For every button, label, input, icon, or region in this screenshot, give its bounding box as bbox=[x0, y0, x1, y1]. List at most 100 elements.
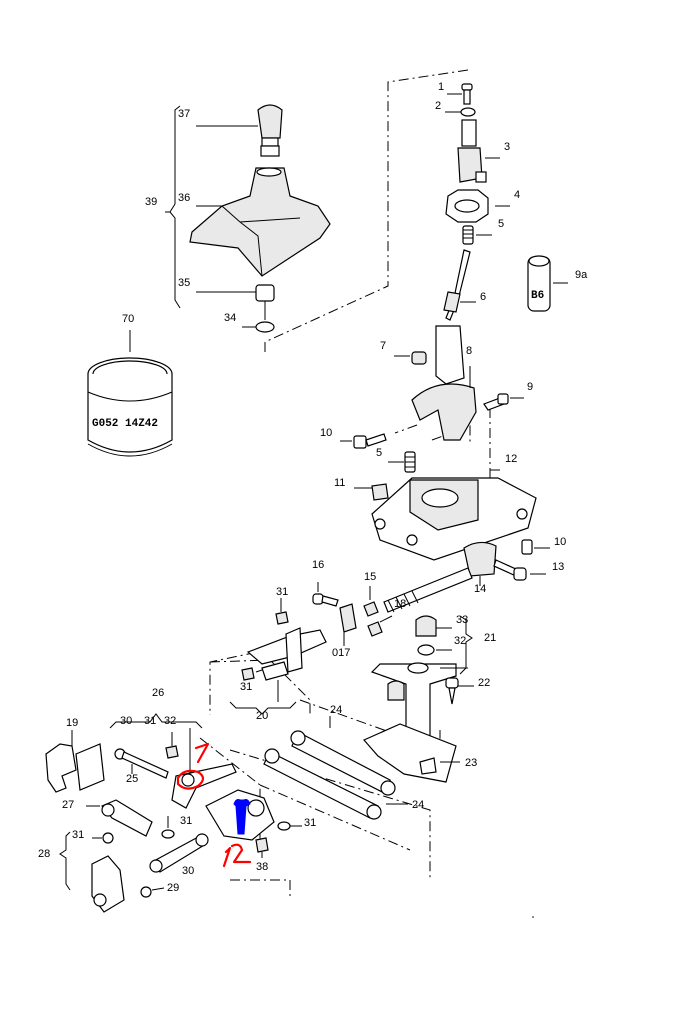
brace-39 bbox=[165, 105, 181, 309]
callout-38: 38 bbox=[256, 861, 268, 873]
callout-31-right: 31 bbox=[304, 817, 316, 829]
callout-17: 017 bbox=[332, 647, 350, 659]
callout-37: 37 bbox=[178, 108, 190, 120]
callout-4: 4 bbox=[514, 189, 520, 201]
bolt-10-lower bbox=[521, 539, 550, 555]
callout-32-right: 32 bbox=[454, 635, 466, 647]
callout-31-a: 31 bbox=[276, 586, 288, 598]
housing-12 bbox=[371, 469, 537, 561]
bolt-1 bbox=[447, 83, 473, 105]
callout-6: 6 bbox=[480, 291, 486, 303]
nut-11 bbox=[354, 483, 389, 501]
callout-2: 2 bbox=[435, 100, 441, 112]
callout-labels: 37 39 36 35 34 70 1 2 3 4 5 6 9a 7 8 9 1… bbox=[38, 81, 588, 894]
bolt-9 bbox=[483, 393, 524, 411]
callout-27: 27 bbox=[62, 799, 74, 811]
callout-10-lower: 10 bbox=[554, 536, 566, 548]
callout-28: 28 bbox=[38, 848, 50, 860]
link-30 bbox=[149, 833, 209, 873]
callout-16: 16 bbox=[312, 559, 324, 571]
callout-34: 34 bbox=[224, 312, 236, 324]
callout-24-upper: 24 bbox=[330, 704, 342, 716]
callout-31-top: 31 bbox=[144, 715, 156, 727]
callout-3: 3 bbox=[504, 141, 510, 153]
can-code: G052 14Z42 bbox=[92, 418, 158, 430]
shift-boot bbox=[189, 167, 331, 277]
callout-35: 35 bbox=[178, 277, 190, 289]
lever-bearing-8 bbox=[411, 325, 477, 441]
callout-5-lower: 5 bbox=[376, 447, 382, 459]
callout-23: 23 bbox=[465, 757, 477, 769]
selector-rod-24-lower bbox=[263, 748, 408, 820]
callout-70: 70 bbox=[122, 313, 134, 325]
shift-lever-6 bbox=[443, 249, 476, 321]
callout-33: 33 bbox=[456, 614, 468, 626]
bolt-16 bbox=[312, 582, 339, 607]
relay-lever-20 bbox=[241, 598, 327, 702]
callout-20: 20 bbox=[256, 710, 268, 722]
grease-can-70: G052 14Z42 bbox=[87, 330, 173, 457]
callout-24-lower: 24 bbox=[412, 799, 424, 811]
callout-8: 8 bbox=[466, 345, 472, 357]
spring-5-upper bbox=[462, 225, 492, 245]
annotation-blue-arrow bbox=[233, 799, 251, 835]
bolt-22 bbox=[445, 677, 474, 705]
nut-15 bbox=[363, 586, 393, 637]
callout-22: 22 bbox=[478, 677, 490, 689]
clamp-17 bbox=[339, 603, 357, 646]
annotation-red-number-2 bbox=[222, 843, 252, 868]
callout-12: 12 bbox=[505, 453, 517, 465]
callout-36: 36 bbox=[178, 192, 190, 204]
shift-rod-bracket-14 bbox=[463, 541, 497, 586]
callout-25: 25 bbox=[126, 773, 138, 785]
callout-32-top: 32 bbox=[164, 715, 176, 727]
callout-31-b: 31 bbox=[240, 681, 252, 693]
annotation-red-circle bbox=[176, 769, 205, 790]
brace-28 bbox=[59, 831, 71, 891]
callout-21: 21 bbox=[484, 632, 496, 644]
pivot-assembly bbox=[205, 789, 302, 841]
callout-14: 14 bbox=[474, 583, 486, 595]
annotation-red-number-1 bbox=[194, 742, 210, 764]
shift-lever-upper-3 bbox=[457, 119, 500, 183]
callout-10-upper: 10 bbox=[320, 427, 332, 439]
selector-rod-24-upper bbox=[290, 716, 396, 796]
callout-19: 19 bbox=[66, 717, 78, 729]
cover-19 bbox=[45, 730, 105, 793]
bushing-35 bbox=[196, 284, 275, 302]
callout-13: 13 bbox=[552, 561, 564, 573]
bolt-25 bbox=[114, 748, 169, 779]
clip-ring-34 bbox=[242, 301, 275, 333]
socket-code: B6 bbox=[531, 290, 544, 302]
damper-4 bbox=[445, 189, 510, 223]
washer-2 bbox=[445, 107, 476, 117]
bushing-7 bbox=[394, 351, 427, 365]
shift-knob bbox=[196, 104, 283, 157]
callout-9a: 9a bbox=[575, 269, 588, 281]
bolt-10-upper bbox=[340, 433, 387, 449]
brace-26 bbox=[109, 713, 203, 729]
bracket-28 bbox=[91, 832, 125, 913]
nut-32-upper bbox=[165, 732, 179, 759]
bearing-assembly-21 bbox=[370, 615, 468, 745]
stray-dot bbox=[532, 916, 534, 918]
callout-11: 11 bbox=[334, 477, 345, 489]
callout-7: 7 bbox=[380, 340, 386, 352]
screw-13 bbox=[493, 559, 546, 581]
callout-9: 9 bbox=[527, 381, 533, 393]
brace-21 bbox=[459, 615, 473, 675]
brace-20 bbox=[229, 701, 297, 715]
callout-29: 29 bbox=[167, 882, 179, 894]
callout-26: 26 bbox=[152, 687, 164, 699]
spring-5-lower bbox=[388, 451, 416, 473]
socket-tool-9a: B6 bbox=[527, 255, 568, 312]
callout-31-mid: 31 bbox=[180, 815, 192, 827]
callout-5-upper: 5 bbox=[498, 218, 504, 230]
callout-31-left: 31 bbox=[72, 829, 84, 841]
lever-27 bbox=[86, 799, 153, 837]
nut-29 bbox=[140, 886, 165, 898]
shift-rod-18 bbox=[383, 567, 473, 613]
callout-30-top: 30 bbox=[120, 715, 132, 727]
callout-15: 15 bbox=[364, 571, 376, 583]
